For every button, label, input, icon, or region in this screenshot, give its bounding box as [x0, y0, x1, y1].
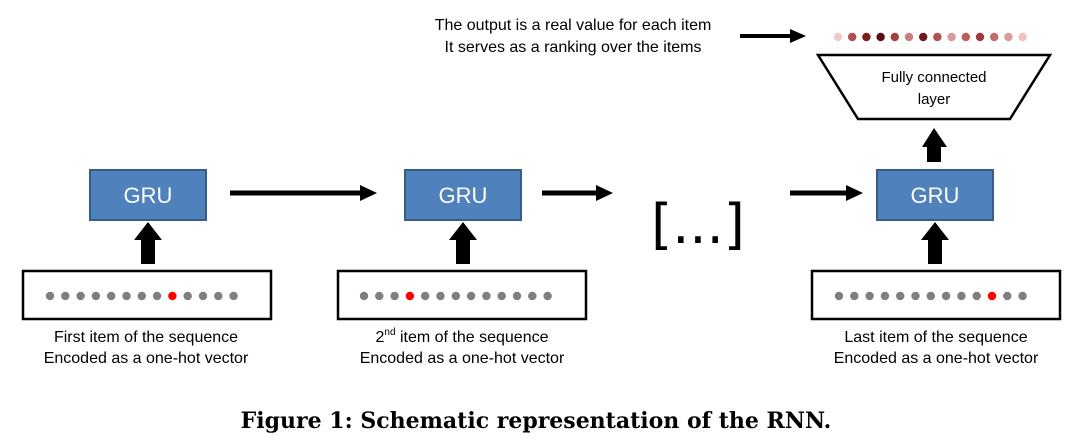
input-label-3-line2: Encoded as a one-hot vector	[834, 350, 1039, 367]
recurrent-arrow-3	[790, 185, 863, 201]
one-hot-dot	[451, 291, 460, 301]
fc-layer-label-line1: Fully connected	[881, 69, 986, 86]
one-hot-dot	[957, 291, 966, 301]
one-hot-dot	[911, 291, 920, 301]
input-label-2-line2: Encoded as a one-hot vector	[360, 350, 565, 367]
gru-cell-2: GRU	[404, 169, 522, 221]
one-hot-dot	[152, 291, 162, 301]
one-hot-dot	[198, 291, 208, 301]
one-hot-dot	[45, 291, 55, 301]
output-dot	[961, 32, 970, 42]
sequence-ellipsis: [...]	[651, 193, 745, 256]
one-hot-active-dot	[168, 291, 177, 301]
one-hot-dot	[880, 291, 890, 301]
output-dot	[848, 32, 857, 42]
output-dot	[890, 32, 899, 42]
one-hot-dot	[543, 291, 552, 301]
one-hot-active-dot	[987, 291, 997, 301]
one-hot-dot	[482, 291, 491, 301]
input-label-2-ordinal: 2	[375, 329, 384, 346]
one-hot-dot	[1003, 291, 1012, 301]
one-hot-dot	[926, 291, 935, 301]
one-hot-dot	[436, 291, 445, 301]
figure-caption: Figure 1: Schematic representation of th…	[241, 408, 832, 434]
gru-to-fc-arrow	[922, 128, 947, 162]
output-dot	[933, 32, 942, 42]
one-hot-dot	[896, 291, 905, 301]
one-hot-dot	[76, 291, 85, 301]
one-hot-dot	[466, 291, 476, 301]
input-to-gru-arrow-1	[134, 222, 162, 264]
one-hot-dot	[497, 291, 506, 301]
one-hot-dot	[375, 291, 384, 301]
gru-label-3: GRU	[911, 183, 960, 208]
input-label-3-line1: Last item of the sequence	[844, 329, 1027, 346]
gru-label-2: GRU	[439, 183, 488, 208]
one-hot-dot	[834, 291, 844, 301]
input-to-gru-arrow-3	[921, 222, 949, 264]
one-hot-dot	[421, 291, 430, 301]
output-dot	[919, 32, 928, 42]
one-hot-dot	[359, 291, 369, 301]
input-label-1-line1: First item of the sequence	[54, 329, 238, 346]
one-hot-dot	[941, 291, 951, 301]
one-hot-dot	[229, 291, 238, 301]
one-hot-dot	[850, 291, 859, 301]
gru-cell-3: GRU	[876, 169, 994, 221]
output-description-line1: The output is a real value for each item	[435, 17, 712, 34]
input-to-gru-arrow-2	[449, 222, 477, 264]
one-hot-dot	[183, 291, 192, 301]
one-hot-dot	[512, 291, 522, 301]
one-hot-dot	[122, 291, 131, 301]
one-hot-dot	[972, 291, 981, 301]
one-hot-dot	[865, 291, 874, 301]
input-label-2-text: item of the sequence	[396, 329, 549, 346]
output-dot	[1018, 32, 1027, 42]
output-ranking-vector	[833, 32, 1027, 42]
one-hot-active-dot	[405, 291, 415, 301]
recurrent-arrow-2	[542, 185, 613, 201]
one-hot-dot	[528, 291, 537, 301]
output-description-line2: It serves as a ranking over the items	[445, 39, 702, 56]
input-label-2-line1: 2nd item of the sequence	[375, 327, 548, 346]
one-hot-dot	[107, 291, 116, 301]
gru-cell-1: GRU	[89, 169, 207, 221]
one-hot-dot	[390, 291, 399, 301]
input-label-2-ordinal-suffix: nd	[384, 327, 395, 338]
fc-layer-label-line2: layer	[918, 91, 951, 108]
output-dot	[947, 32, 956, 42]
output-dot	[862, 32, 871, 42]
output-dot	[904, 32, 914, 42]
recurrent-arrow-1	[230, 185, 377, 201]
gru-label-1: GRU	[124, 183, 173, 208]
output-dot	[876, 32, 885, 42]
fully-connected-layer: Fully connected layer	[815, 53, 1053, 121]
one-hot-dot	[1018, 291, 1027, 301]
one-hot-dot	[61, 291, 70, 301]
output-dot	[1004, 32, 1013, 42]
one-hot-dot	[91, 291, 101, 301]
one-hot-dot	[214, 291, 223, 301]
one-hot-vectors	[45, 291, 1027, 301]
output-dot	[990, 32, 999, 42]
output-arrow	[740, 29, 806, 43]
output-dot	[833, 32, 843, 42]
one-hot-dot	[137, 291, 146, 301]
output-dot	[975, 32, 985, 42]
input-label-1-line2: Encoded as a one-hot vector	[44, 350, 249, 367]
